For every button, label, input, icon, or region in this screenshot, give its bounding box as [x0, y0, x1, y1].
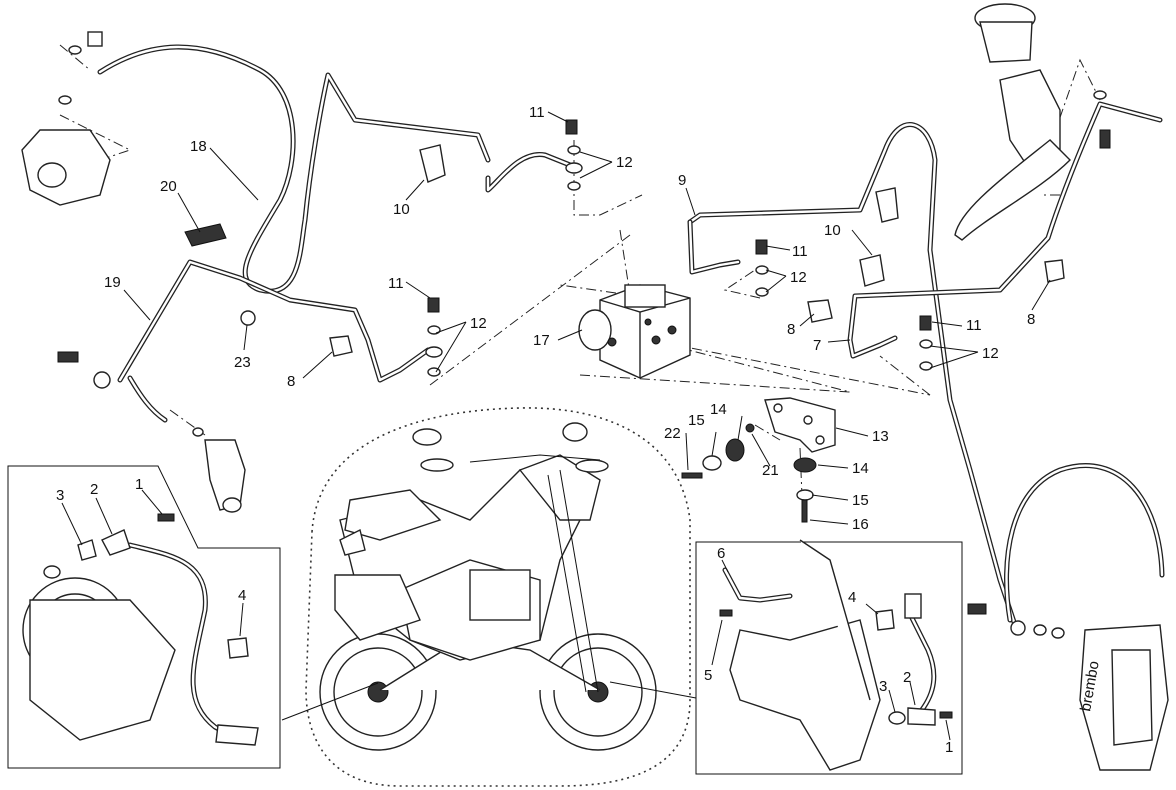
abs-mount-bracket [681, 397, 836, 523]
callout-23: 23 [234, 354, 251, 371]
callout-13: 13 [872, 428, 889, 445]
callout-11: 11 [529, 104, 545, 121]
callout-9: 9 [678, 172, 686, 189]
callout-21: 21 [762, 462, 779, 479]
motorcycle-illustration [319, 422, 657, 751]
callout-leaders [61, 111, 1051, 741]
abs-hydraulic-unit [578, 284, 691, 379]
callout-4: 4 [848, 589, 856, 606]
callout-12: 12 [790, 269, 807, 286]
callout-11: 11 [792, 243, 808, 260]
inset-front-sensor-box [695, 541, 963, 775]
callout-16: 16 [852, 516, 869, 533]
callout-19: 19 [104, 274, 121, 291]
callout-2: 2 [90, 481, 98, 498]
callout-18: 18 [190, 138, 207, 155]
leader-rear-sensor [281, 682, 379, 721]
callout-11: 11 [966, 317, 982, 334]
callout-17: 17 [533, 332, 550, 349]
callout-22: 22 [664, 425, 681, 442]
leader-front-sensor [609, 681, 697, 699]
motorcycle-dotted-outline [305, 407, 691, 787]
callout-20: 20 [160, 178, 177, 195]
callout-15: 15 [688, 412, 705, 429]
callout-12: 12 [470, 315, 487, 332]
callout-6: 6 [717, 545, 725, 562]
callout-8: 8 [1027, 311, 1035, 328]
callout-8: 8 [787, 321, 795, 338]
callout-11: 11 [388, 275, 404, 292]
callout-3: 3 [879, 678, 887, 695]
inset-rear-sensor-box [7, 465, 281, 769]
callout-2: 2 [903, 669, 911, 686]
callout-12: 12 [982, 345, 999, 362]
callout-numbers: 11 12 18 20 10 19 23 8 11 12 17 9 11 12 … [56, 104, 1035, 756]
callout-10: 10 [824, 222, 841, 239]
callout-12: 12 [616, 154, 633, 171]
fasteners-and-clips: brembo [21, 3, 1169, 771]
callout-8: 8 [287, 373, 295, 390]
callout-1: 1 [945, 739, 953, 756]
callout-3: 3 [56, 487, 64, 504]
callout-1: 1 [135, 476, 143, 493]
callout-10: 10 [393, 201, 410, 218]
callout-15: 15 [852, 492, 869, 509]
callout-4: 4 [238, 587, 246, 604]
callout-7: 7 [813, 337, 821, 354]
brake-hoses [97, 44, 1165, 738]
callout-14: 14 [852, 460, 869, 477]
callout-14: 14 [710, 401, 727, 418]
callout-5: 5 [704, 667, 712, 684]
